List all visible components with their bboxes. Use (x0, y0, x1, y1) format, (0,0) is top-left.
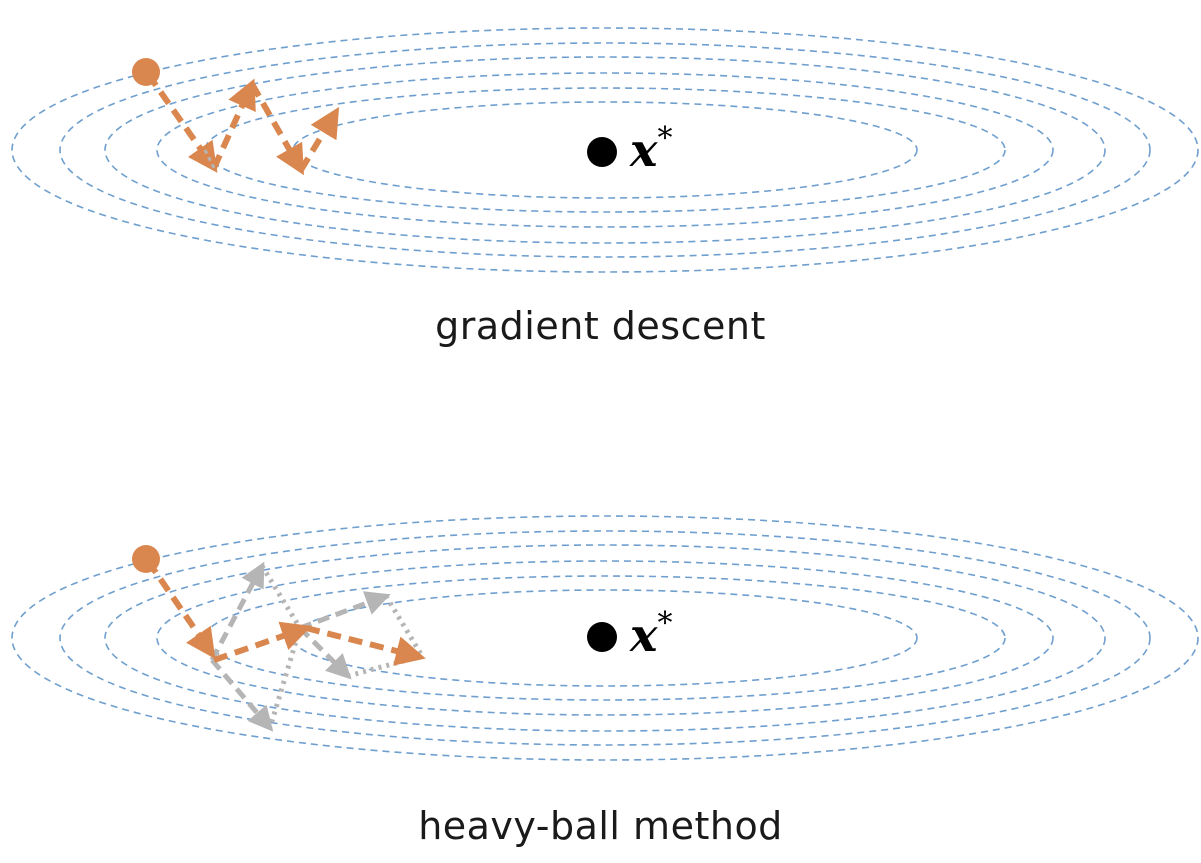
contour-ellipse (59, 42, 1151, 258)
ghost-arrow (299, 591, 391, 631)
step-arrow (298, 106, 340, 172)
optimum-label: x* (629, 121, 672, 177)
contour-ellipse (59, 530, 1151, 746)
step-arrow (305, 625, 426, 666)
heavy-ball-panel (11, 515, 1199, 761)
step-ghost (203, 149, 216, 169)
start-point (132, 58, 160, 86)
contour-ellipse (292, 589, 918, 687)
parallelogram-edge (259, 564, 303, 729)
step-arrow (145, 559, 216, 659)
contour-ellipse (204, 575, 1006, 701)
start-point (132, 545, 160, 573)
optimum-label: x* (629, 606, 672, 662)
contour-ellipse (104, 544, 1106, 732)
gradient-descent-panel (11, 27, 1199, 273)
parallelogram-edge (347, 594, 426, 679)
step-arrow (249, 82, 304, 176)
step-arrow (213, 621, 312, 663)
caption-gradient-descent: gradient descent (435, 304, 766, 348)
step-arrow (145, 72, 218, 173)
optimum-point (587, 622, 617, 652)
contour-ellipse (11, 27, 1199, 273)
contour-ellipse (292, 101, 918, 199)
optimum-point (587, 137, 617, 167)
optimum-label-x: x (629, 608, 658, 662)
optimum-label-x: x (629, 123, 658, 177)
contour-ellipse (11, 515, 1199, 761)
contour-ellipse (156, 560, 1054, 716)
contour-lines (11, 515, 1199, 761)
contour-ellipse (204, 87, 1006, 213)
optimum-label-star: * (657, 121, 672, 156)
gradient-steps (145, 72, 340, 176)
contour-ellipse (104, 56, 1106, 244)
step-arrow (211, 78, 256, 170)
contour-ellipse (156, 72, 1054, 228)
ghost-arrow (210, 658, 274, 732)
caption-heavy-ball-method: heavy-ball method (418, 804, 783, 848)
optimum-label-star: * (657, 606, 672, 641)
contour-lines (11, 27, 1199, 273)
heavy-ball-steps (145, 559, 426, 666)
